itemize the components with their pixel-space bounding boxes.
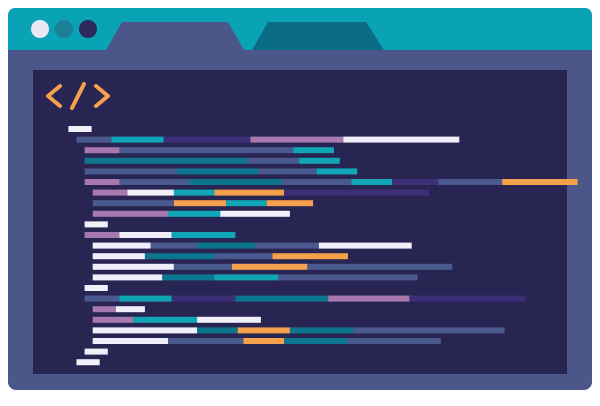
- code-token: [177, 168, 259, 175]
- code-token: [92, 327, 198, 334]
- code-token: [76, 136, 112, 143]
- code-lines: [68, 126, 578, 366]
- code-token: [235, 295, 329, 302]
- code-token: [173, 189, 215, 196]
- close-dot[interactable]: [31, 20, 49, 38]
- code-token: [438, 179, 503, 185]
- code-token: [226, 200, 267, 207]
- code-token: [197, 242, 256, 249]
- code-brackets-icon: [46, 82, 110, 110]
- code-token: [92, 306, 116, 313]
- code-token: [409, 295, 526, 302]
- code-token: [299, 157, 340, 164]
- code-token: [119, 295, 172, 302]
- code-token: [189, 179, 282, 185]
- code-token: [84, 295, 120, 302]
- code-token: [92, 316, 134, 323]
- code-token: [278, 274, 418, 281]
- code-token: [266, 200, 314, 207]
- code-token: [392, 179, 439, 185]
- code-token: [115, 306, 145, 313]
- code-token: [76, 359, 100, 366]
- code-token: [502, 179, 578, 185]
- code-token: [163, 136, 251, 143]
- code-token: [84, 157, 247, 164]
- code-token: [318, 242, 412, 249]
- code-token: [284, 189, 430, 196]
- code-token: [84, 232, 120, 238]
- code-token: [168, 338, 244, 344]
- code-token: [289, 327, 354, 334]
- code-token: [84, 147, 120, 154]
- code-token: [150, 242, 198, 249]
- code-token: [293, 147, 334, 154]
- tab-active[interactable]: [252, 22, 384, 50]
- code-token: [214, 274, 279, 281]
- code-token: [133, 316, 198, 323]
- code-token: [250, 136, 344, 143]
- code-token: [84, 179, 120, 185]
- code-token: [168, 210, 221, 217]
- code-token: [68, 126, 92, 132]
- code-token: [84, 221, 108, 228]
- code-token: [92, 338, 169, 344]
- code-token: [119, 147, 294, 154]
- code-token: [119, 179, 189, 185]
- code-token: [220, 210, 290, 217]
- code-token: [84, 285, 108, 291]
- tab-inactive[interactable]: [106, 22, 244, 50]
- code-token: [255, 242, 319, 249]
- code-token: [92, 242, 151, 249]
- code-token: [92, 189, 128, 196]
- code-token: [328, 295, 410, 302]
- code-token: [307, 263, 453, 270]
- code-token: [316, 168, 358, 175]
- code-token: [214, 189, 285, 196]
- code-token: [127, 189, 174, 196]
- code-token: [214, 253, 273, 260]
- code-token: [162, 274, 215, 281]
- code-token: [84, 168, 178, 175]
- code-token: [272, 253, 348, 260]
- code-token: [258, 168, 317, 175]
- code-token: [84, 348, 108, 355]
- code-token: [171, 295, 236, 302]
- code-token: [92, 200, 174, 207]
- code-token: [284, 338, 348, 344]
- code-token: [173, 263, 232, 270]
- code-token: [237, 327, 290, 334]
- code-token: [351, 179, 392, 185]
- code-token: [173, 200, 227, 207]
- code-token: [197, 327, 238, 334]
- code-token: [353, 327, 505, 334]
- maximize-dot[interactable]: [79, 20, 97, 38]
- code-token: [347, 338, 441, 344]
- code-token: [144, 253, 215, 260]
- minimize-dot[interactable]: [55, 20, 73, 38]
- code-token: [111, 136, 164, 143]
- code-token: [343, 136, 460, 143]
- code-token: [197, 316, 261, 323]
- code-token: [92, 253, 145, 260]
- code-token: [119, 232, 172, 238]
- code-editor-panel: [33, 70, 567, 374]
- code-token: [171, 232, 236, 238]
- code-token: [92, 263, 174, 270]
- code-token: [243, 338, 285, 344]
- code-token: [247, 157, 300, 164]
- code-token: [231, 263, 308, 270]
- code-token: [92, 210, 169, 217]
- code-token: [281, 179, 352, 185]
- code-token: [92, 274, 163, 281]
